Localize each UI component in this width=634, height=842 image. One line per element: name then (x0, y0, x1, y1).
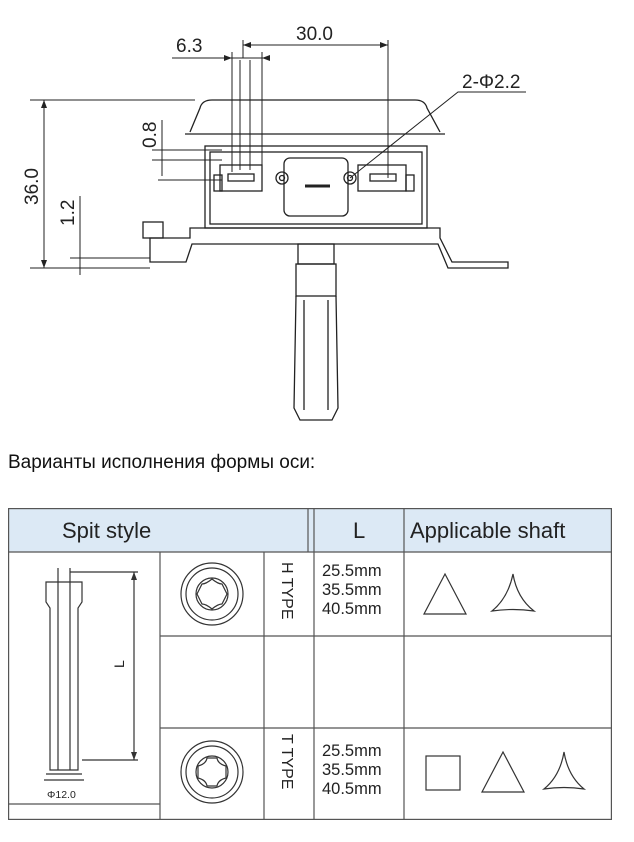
shaft-variants-caption: Варианты исполнения формы оси: (8, 452, 316, 473)
housing-inner (209, 151, 423, 225)
t-type-cross-section (180, 740, 244, 804)
mounting-bracket (149, 227, 509, 269)
h-type-cross-section (180, 562, 244, 626)
rounded-triangle-icon (541, 751, 587, 790)
t-type-length-1: 25.5mm (322, 742, 382, 760)
center-block (283, 157, 349, 217)
bracket-left-tab (142, 221, 164, 239)
thermostat-drawing: 6.3 30.0 2-Φ2.2 0.8 36.0 1.2 (22, 24, 526, 421)
square-icon (425, 755, 461, 791)
header-applicable-shaft: Applicable shaft (410, 518, 565, 543)
t-type-length-3: 40.5mm (322, 780, 382, 798)
dim-30-0: 30.0 (296, 24, 333, 45)
terminal-right (357, 164, 407, 192)
shaft-lower (293, 295, 339, 421)
header-length: L (353, 518, 365, 543)
triangle-icon (423, 572, 467, 615)
triangle-icon (481, 750, 525, 793)
shaft-length-label: L (111, 660, 127, 668)
h-type-length-1: 25.5mm (322, 562, 382, 580)
terminal-right-tab (369, 173, 397, 182)
dim-hole: 2-Φ2.2 (462, 72, 520, 93)
hole-left (275, 171, 289, 185)
t-type-label: T TYPE (278, 734, 295, 789)
hole-right (343, 171, 357, 185)
h-type-label: H TYPE (278, 562, 295, 620)
h-type-length-2: 35.5mm (322, 581, 382, 599)
top-cap (189, 99, 441, 133)
h-type-length-3: 40.5mm (322, 600, 382, 618)
dim-6-3: 6.3 (176, 36, 202, 57)
shaft-side-view (44, 568, 138, 781)
t-type-length-2: 35.5mm (322, 761, 382, 779)
dim-1-2: 1.2 (58, 200, 79, 226)
header-spit-style: Spit style (62, 518, 151, 543)
dim-0-8: 0.8 (140, 122, 161, 148)
terminal-left-tab (227, 173, 255, 182)
shaft-collar (295, 263, 337, 297)
spit-style-table: Spit style L Applicable shaft L Φ12.0 H … (8, 508, 612, 820)
rounded-triangle-icon (489, 573, 537, 612)
terminal-left (219, 164, 263, 192)
shaft-upper (297, 243, 335, 265)
dim-36-0: 36.0 (22, 168, 43, 205)
shaft-diameter-label: Φ12.0 (47, 789, 76, 801)
